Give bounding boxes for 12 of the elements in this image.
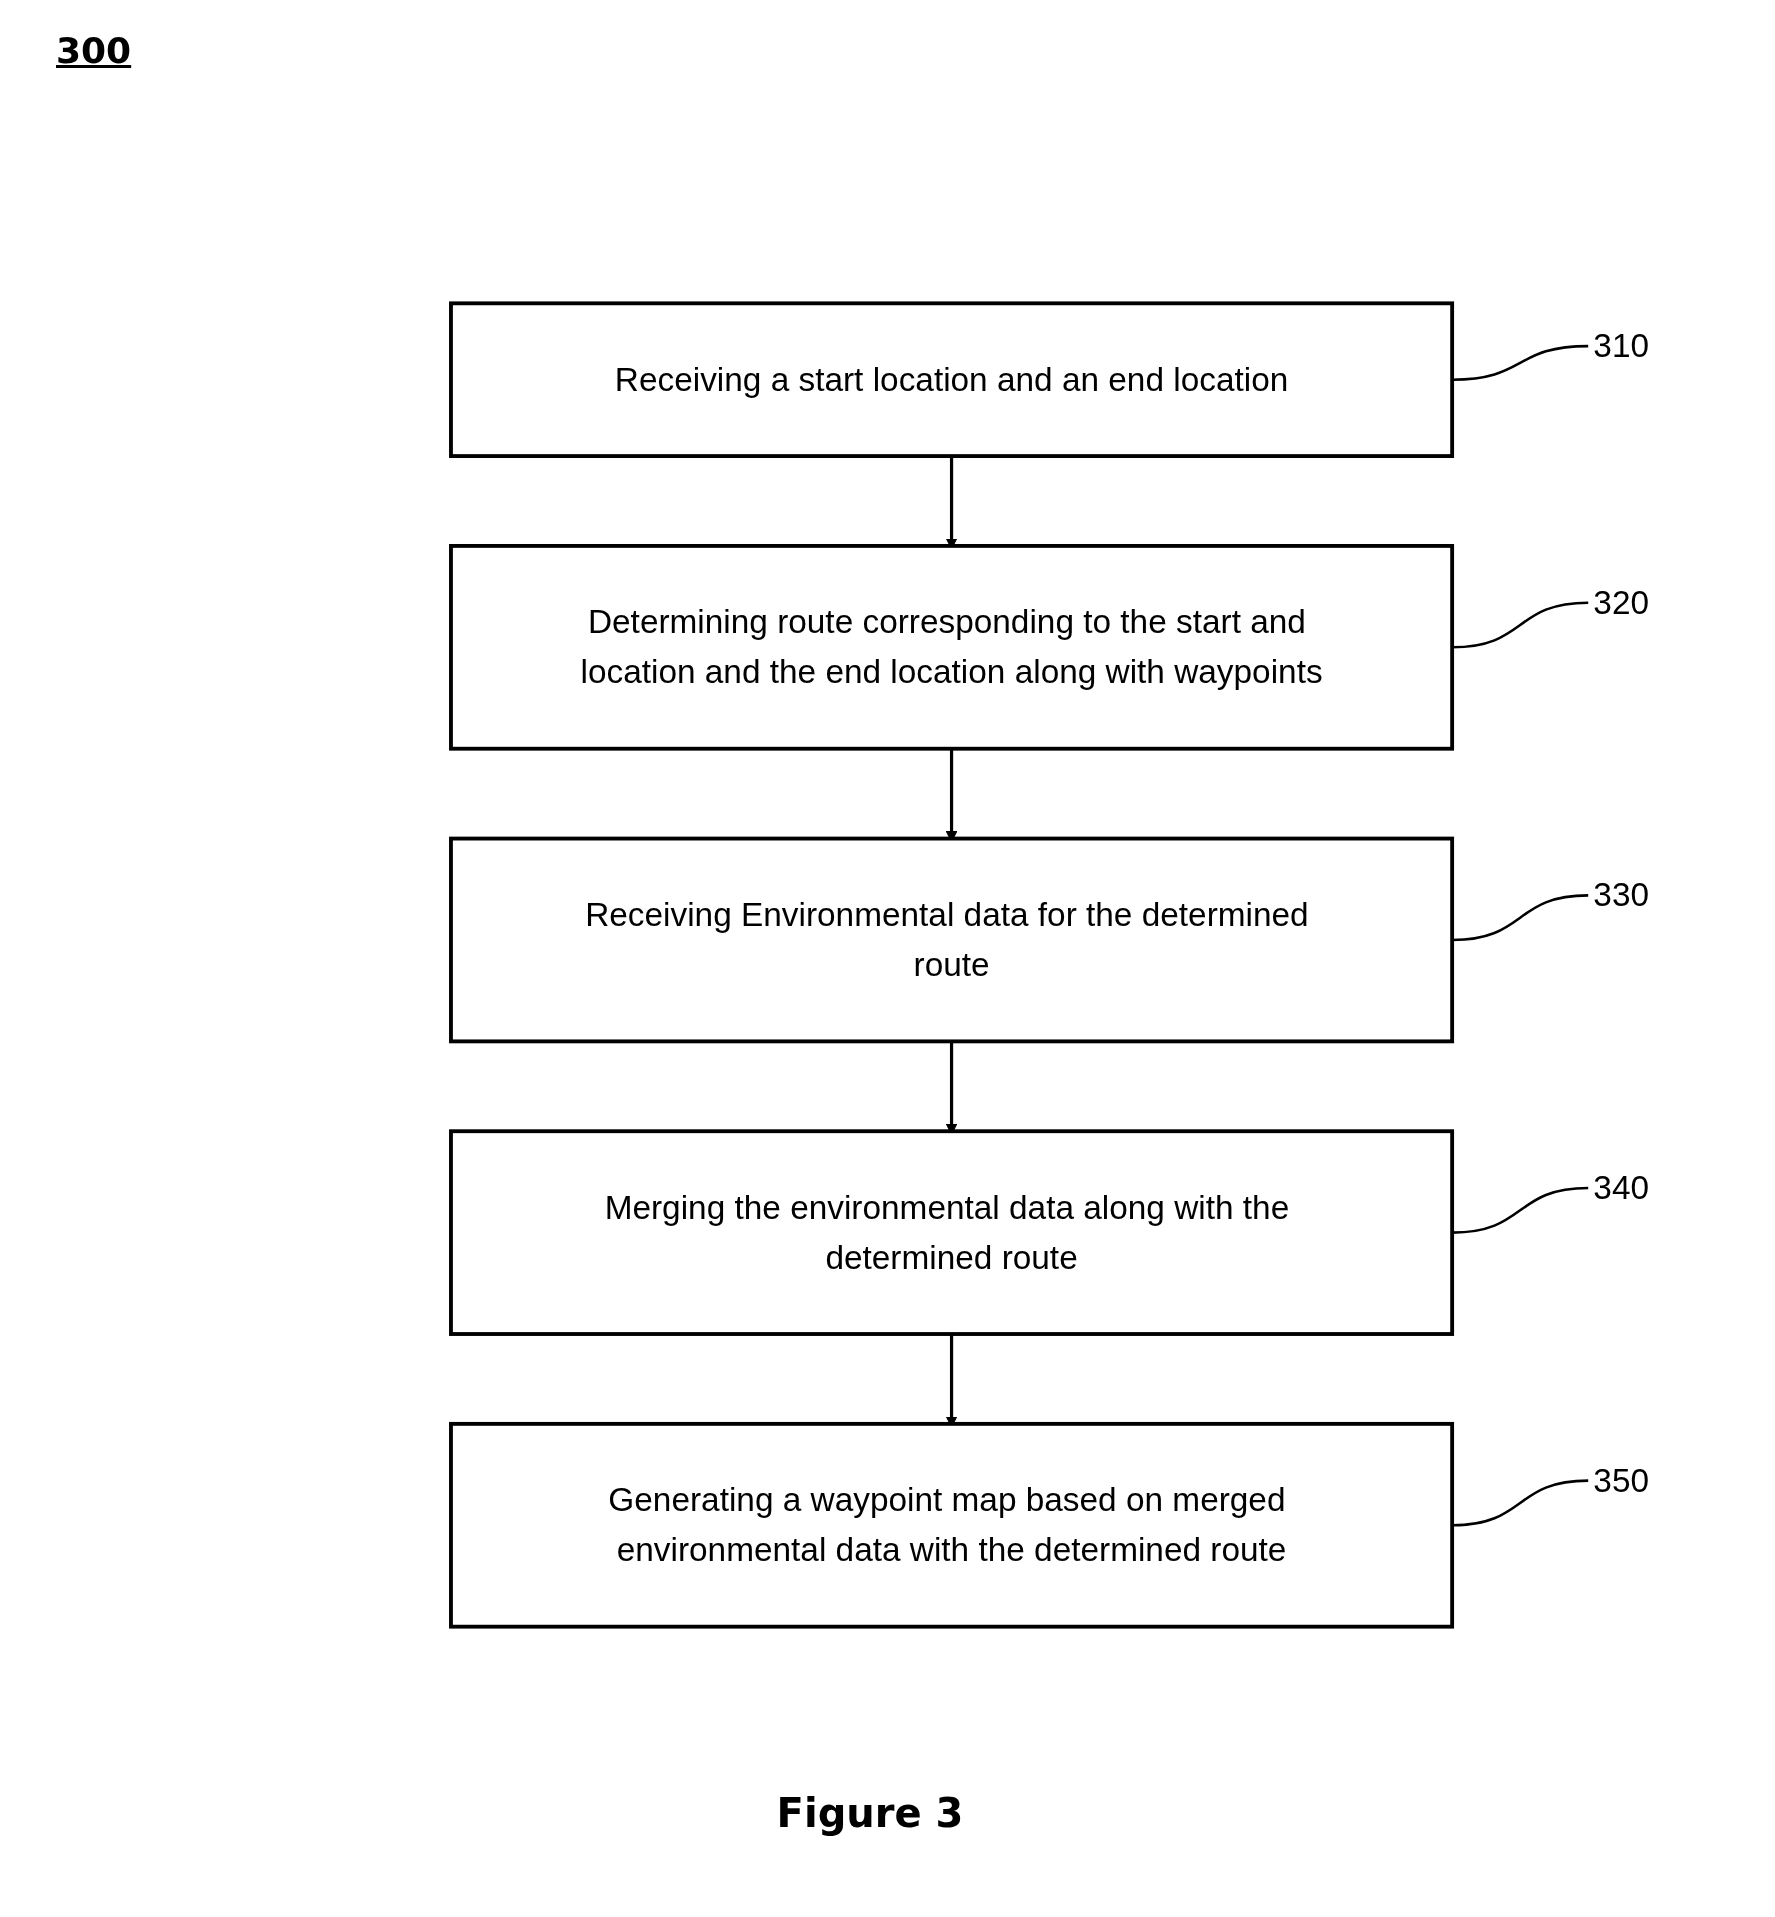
node-box: Merging the environmental data along with the determined route bbox=[449, 1129, 1455, 1336]
node-text: 350 bbox=[1593, 1460, 1650, 1500]
node-box: Determining route corresponding to the start and location and the end location along with waypoints bbox=[449, 544, 1455, 751]
node-text: 330 bbox=[1593, 875, 1650, 914]
node-text: 320 bbox=[1593, 582, 1650, 622]
node-box: Receiving Environmental data for the determined route bbox=[449, 836, 1455, 1044]
figure-caption: Figure 3 bbox=[776, 1790, 964, 1836]
node-box: Generating a waypoint map based on merged environmental data with the determined route bbox=[449, 1421, 1455, 1629]
figure-number: 300 bbox=[56, 30, 132, 71]
node-text: 310 bbox=[1593, 326, 1650, 365]
node-text: 340 bbox=[1593, 1168, 1650, 1207]
node-box: Receiving a start location and an end location bbox=[449, 301, 1455, 458]
